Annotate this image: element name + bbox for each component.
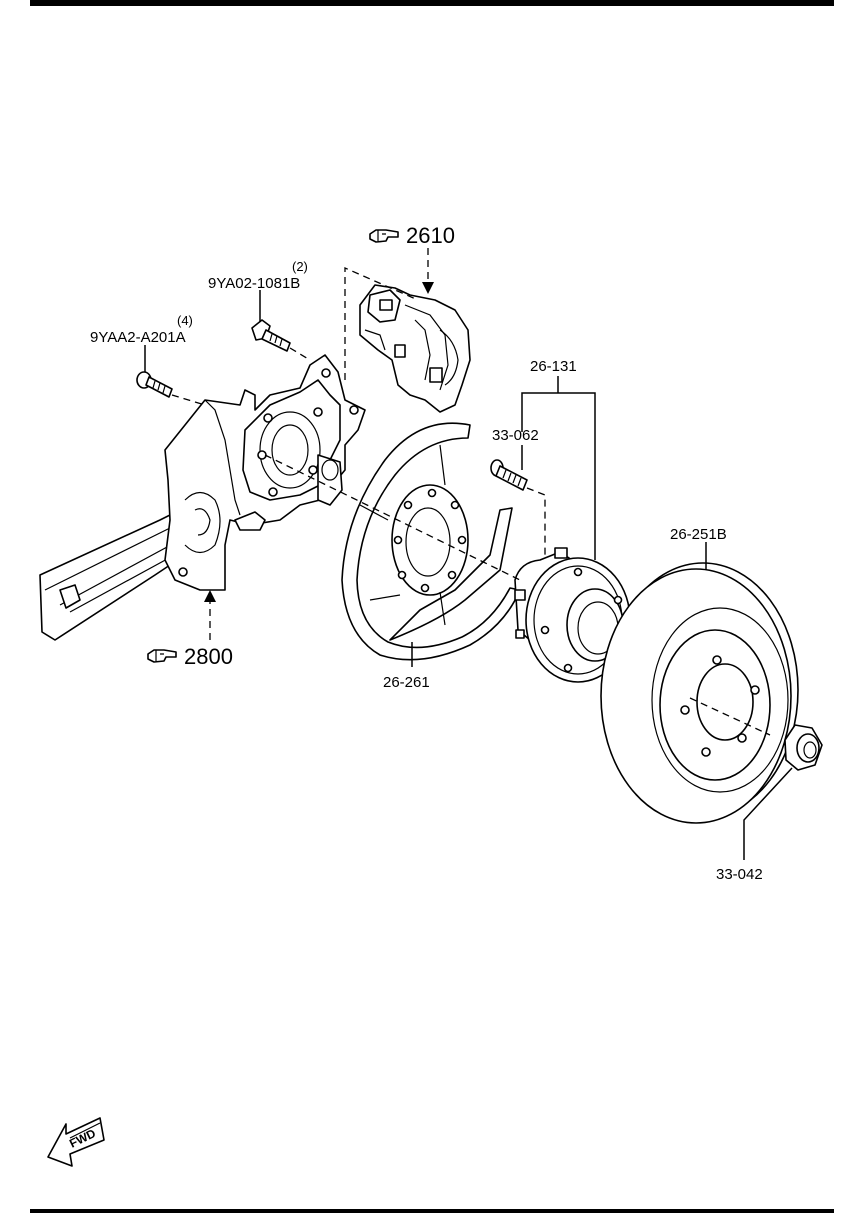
reference-arrow-2610-head <box>422 282 434 294</box>
pointing-hand-icon <box>147 649 177 663</box>
brake-caliper <box>359 284 471 413</box>
hub-bolt <box>490 459 528 491</box>
callout-hub-assembly: 26-131 <box>530 358 577 375</box>
top-border-line <box>30 0 834 6</box>
wheel-hub-assembly <box>514 547 631 683</box>
callout-hub-bolt: 33-062 <box>492 427 539 444</box>
assembly-line-lower-bolt <box>171 394 206 406</box>
callout-lock-nut: 33-042 <box>716 866 763 883</box>
reference-2800[interactable]: 2800 <box>184 644 233 669</box>
lock-nut <box>784 724 823 771</box>
callout-upper-bolt-part: 9YA02-1081B <box>208 275 300 292</box>
callout-lower-bolt-part: 9YAA2-A201A <box>90 329 186 346</box>
reference-arrow-2800-head <box>204 590 216 602</box>
mounting-bolt-lower <box>136 371 173 398</box>
fwd-arrow-icon <box>47 1117 105 1167</box>
leader-hub-bracket <box>521 376 596 560</box>
assembly-line-hub-bolt <box>526 487 546 555</box>
trailing-arm-knuckle <box>39 354 366 641</box>
dust-shield <box>341 422 521 661</box>
callout-brake-disc: 26-251B <box>670 526 727 543</box>
bottom-border-line <box>30 1209 834 1213</box>
assembly-line-caliper <box>344 267 419 380</box>
reference-2610[interactable]: 2610 <box>406 223 455 248</box>
caliper-bolt-upper <box>251 319 291 352</box>
assembly-line-upper-bolt <box>289 347 311 361</box>
leader-lock-nut <box>743 767 793 860</box>
callout-lower-bolt-qty: (4) <box>177 313 193 328</box>
pointing-hand-icon <box>369 229 399 243</box>
callout-dust-shield: 26-261 <box>383 674 430 691</box>
assembly-line-axis-disc <box>689 697 771 736</box>
brake-disc <box>600 562 799 824</box>
callout-upper-bolt-qty: (2) <box>292 259 308 274</box>
